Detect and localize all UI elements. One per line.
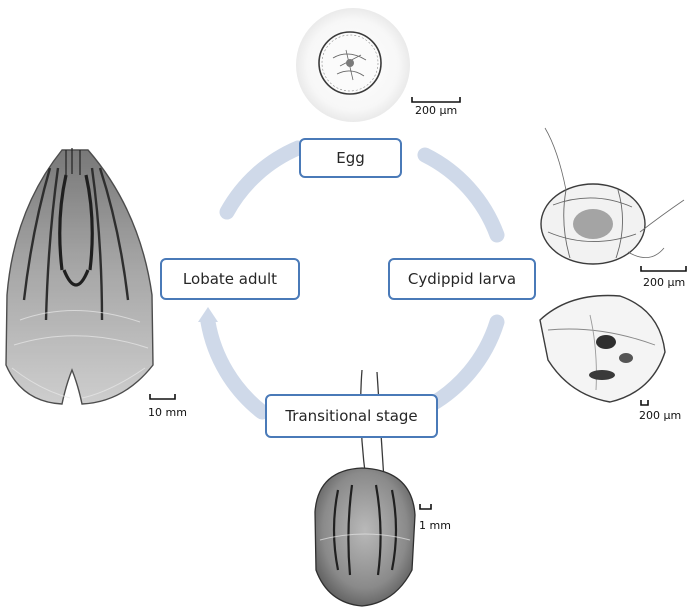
scale-label-cydippid-bottom: 200 µm: [639, 409, 681, 422]
scale-bar-egg: [412, 97, 460, 102]
scale-label-cydippid-top: 200 µm: [643, 276, 685, 289]
scale-bar-cydippid-top: [641, 266, 686, 271]
stage-cydippid-larva-box: Cydippid larva: [388, 258, 536, 300]
stage-egg-label: Egg: [336, 149, 365, 167]
cydippid-larva-specimen-bottom: [540, 296, 665, 403]
stage-transitional-box: Transitional stage: [265, 394, 438, 438]
scale-bar-transitional: [420, 504, 431, 509]
scale-label-lobate: 10 mm: [148, 406, 187, 419]
stage-egg-box: Egg: [299, 138, 402, 178]
cycle-arc-transitional-to-lobate: [208, 322, 262, 412]
cycle-arc-lobate-to-egg: [227, 148, 298, 212]
cycle-arrowhead: [198, 307, 218, 322]
scale-label-egg: 200 µm: [415, 104, 457, 117]
stage-lobate-label: Lobate adult: [183, 270, 277, 288]
stage-cydippid-label: Cydippid larva: [408, 270, 516, 288]
scale-bar-lobate: [150, 394, 175, 399]
lobate-adult-specimen: [6, 148, 153, 404]
egg-specimen: [296, 8, 410, 122]
cydippid-larva-specimen-top: [541, 128, 684, 264]
stage-transitional-label: Transitional stage: [285, 407, 417, 425]
cycle-arc-egg-to-cydippid: [425, 155, 497, 235]
stage-lobate-adult-box: Lobate adult: [160, 258, 300, 300]
scale-bar-cydippid-bottom: [641, 400, 648, 405]
scale-label-transitional: 1 mm: [419, 519, 451, 532]
